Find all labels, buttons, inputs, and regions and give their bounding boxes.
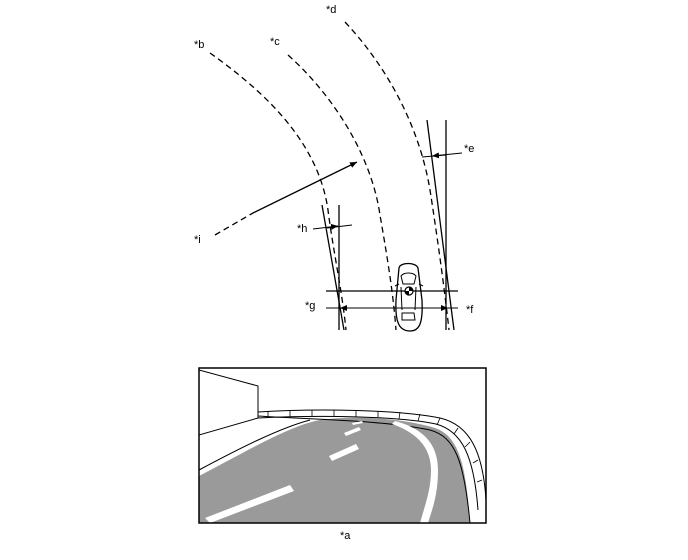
label-i: *i bbox=[194, 234, 201, 246]
center-dash-4 bbox=[352, 421, 363, 425]
center-dash-2 bbox=[329, 444, 359, 461]
center-dash-3 bbox=[344, 427, 361, 436]
dimension-e-tail bbox=[421, 154, 447, 158]
label-d: *d bbox=[326, 4, 336, 16]
guardrail-posts bbox=[267, 410, 483, 483]
center-dash-1 bbox=[205, 485, 294, 523]
label-c: *c bbox=[270, 36, 280, 48]
label-f: *f bbox=[466, 304, 474, 316]
dimension-h-arrow bbox=[312, 223, 339, 230]
edge-line bbox=[392, 421, 438, 523]
curve-c bbox=[287, 54, 397, 331]
guardrail-bottom bbox=[257, 415, 479, 511]
illustration-frame bbox=[198, 367, 487, 524]
left-lane-line bbox=[321, 204, 345, 331]
label-h: *h bbox=[297, 223, 307, 235]
label-b: *b bbox=[194, 39, 204, 51]
label-a: *a bbox=[340, 530, 351, 542]
car-icon bbox=[394, 262, 424, 332]
road-illustration: *a bbox=[198, 367, 487, 542]
right-lane-line bbox=[426, 119, 455, 331]
label-e: *e bbox=[464, 143, 474, 155]
dimension-h-tail bbox=[326, 224, 353, 229]
vector-i-arrow bbox=[252, 161, 358, 214]
curve-b bbox=[209, 52, 347, 331]
label-g: *g bbox=[305, 300, 315, 312]
vector-i-dashed bbox=[214, 212, 254, 236]
curve-d bbox=[344, 21, 450, 331]
curve-diagram: *b *c *d *e *h *i *g *f bbox=[194, 4, 474, 332]
